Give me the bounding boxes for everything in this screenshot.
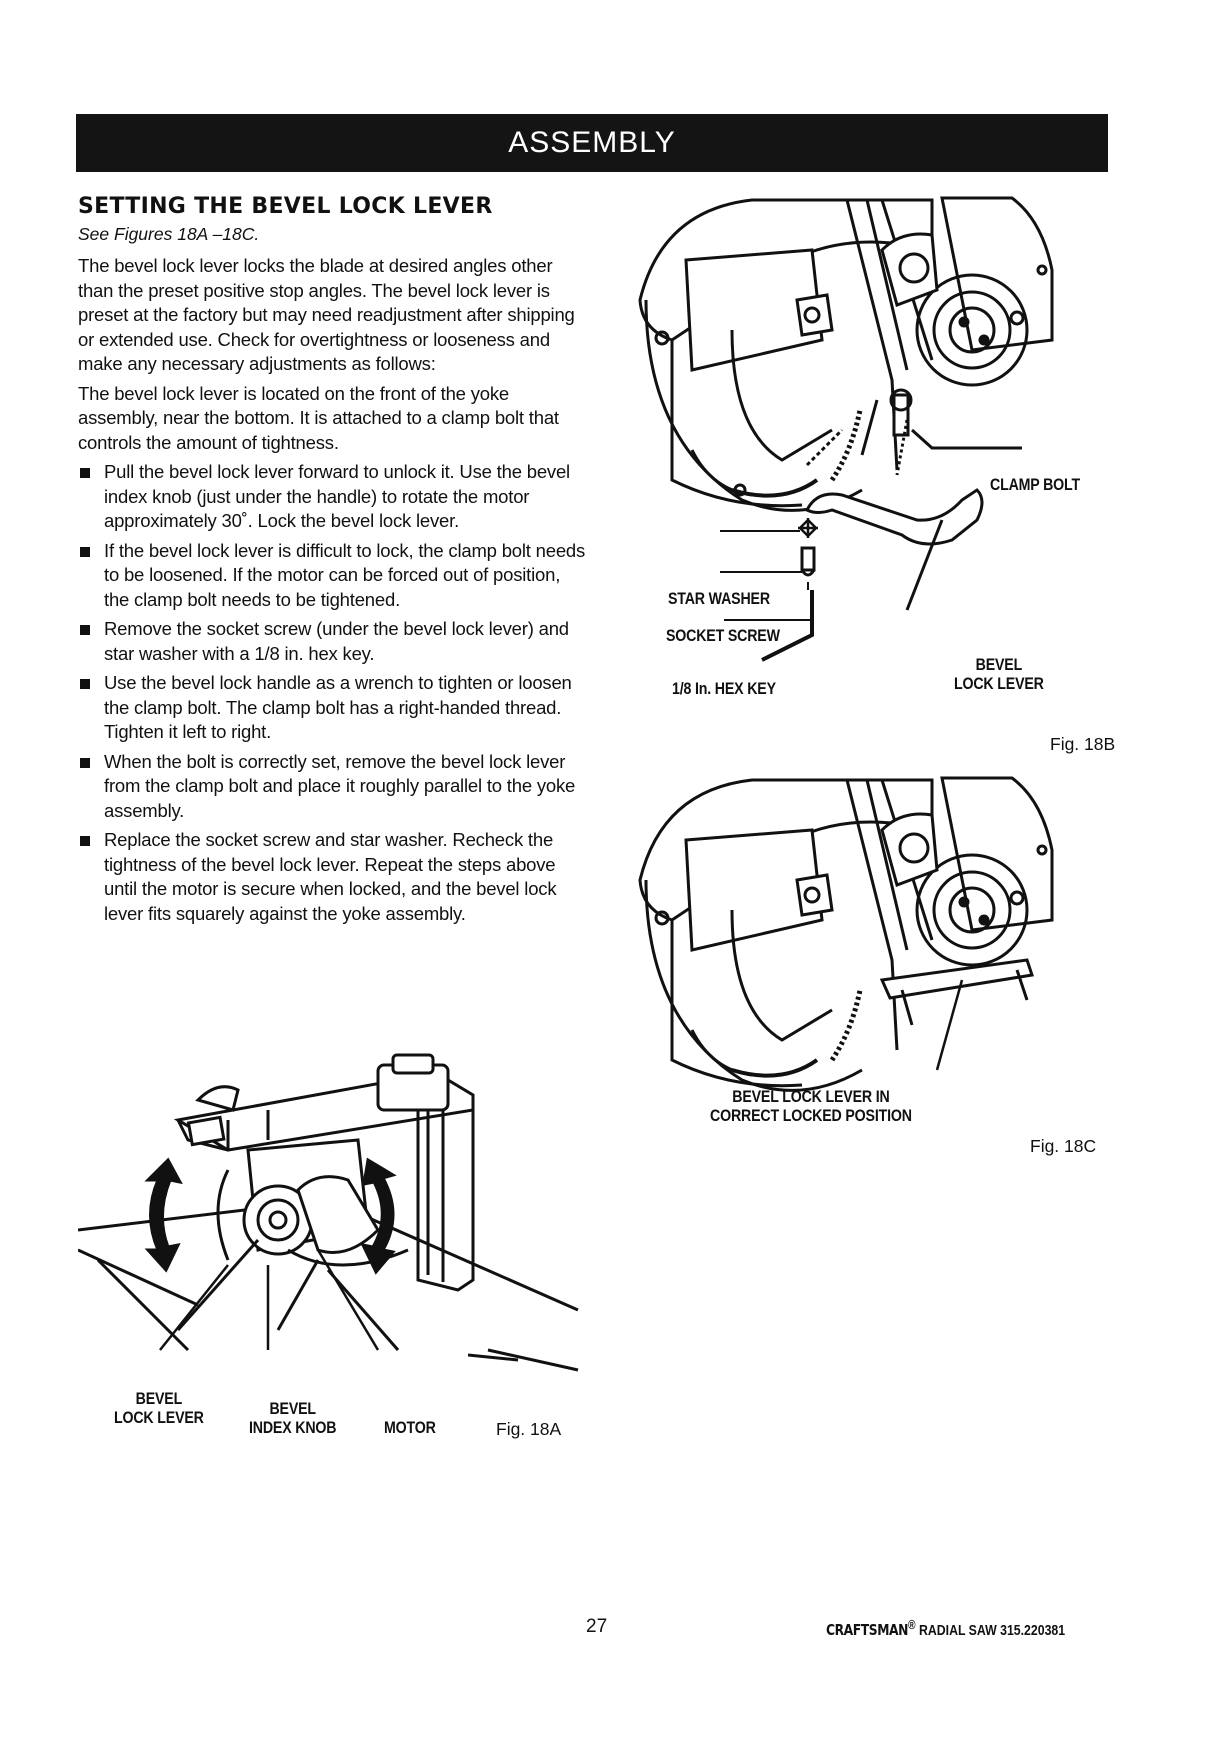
footer-brand: CRAFTSMAN (826, 1621, 909, 1639)
step-item: When the bolt is correctly set, remove t… (78, 750, 588, 824)
intro-paragraph: The bevel lock lever locks the blade at … (78, 255, 575, 374)
figure-18a: BEVEL LOCK LEVER (78, 1050, 598, 1427)
callout-star-washer: STAR WASHER (668, 590, 770, 608)
step-item: Remove the socket screw (under the bevel… (78, 617, 588, 666)
callout-line2: INDEX KNOB (249, 1419, 337, 1437)
callout-bevel-lock-lever-line1: BEVEL (975, 656, 1023, 674)
figure-18b: CLAMP BOLT STAR WASHER SOCKET SCREW 1/8 … (632, 190, 1102, 750)
instructions-body: The bevel lock lever locks the blade at … (78, 254, 588, 931)
section-heading: SETTING THE BEVEL LOCK LEVER (78, 194, 493, 219)
figure-18c-illustration (638, 776, 1054, 1092)
callout-line2: LOCK LEVER (114, 1409, 204, 1427)
footer-model: RADIAL SAW 315.220381 (919, 1622, 1066, 1639)
callout-bevel-lock-lever-line2: LOCK LEVER (954, 675, 1044, 693)
callout-fig18a-bevel-index-knob: BEVEL INDEX KNOB (249, 1400, 337, 1438)
page-number: 27 (586, 1616, 608, 1637)
footer-reg-mark: ® (908, 1618, 916, 1632)
figure-reference: See Figures 18A –18C. (78, 224, 260, 244)
footer-product: CRAFTSMAN® RADIAL SAW 315.220381 (826, 1618, 1065, 1639)
figure-18c: BEVEL LOCK LEVER IN CORRECT LOCKED POSIT… (632, 770, 1102, 1140)
callout-socket-screw: SOCKET SCREW (666, 627, 780, 645)
figure-18b-illustration (638, 196, 1054, 662)
section-banner: ASSEMBLY (76, 114, 1108, 172)
callout-hex-key: 1/8 In. HEX KEY (672, 680, 776, 698)
callout-clamp-bolt: CLAMP BOLT (990, 476, 1080, 494)
step-item: Replace the socket screw and star washer… (78, 828, 588, 926)
callout-line1: BEVEL (269, 1400, 316, 1418)
figure-18c-label: Fig. 18C (1030, 1136, 1097, 1156)
figure-18a-label: Fig. 18A (496, 1419, 562, 1439)
caption-line2: CORRECT LOCKED POSITION (710, 1107, 912, 1125)
step-item: Use the bevel lock handle as a wrench to… (78, 671, 588, 745)
figure-18c-caption: BEVEL LOCK LEVER IN CORRECT LOCKED POSIT… (710, 1088, 912, 1126)
step-item: If the bevel lock lever is difficult to … (78, 539, 588, 613)
banner-title: ASSEMBLY (508, 126, 676, 159)
adjustment-steps: Pull the bevel lock lever forward to unl… (78, 460, 588, 926)
location-paragraph: The bevel lock lever is located on the f… (78, 382, 559, 453)
figure-18a-illustration (78, 1053, 579, 1372)
figure-18b-label: Fig. 18B (1050, 734, 1116, 754)
caption-line1: BEVEL LOCK LEVER IN (732, 1088, 890, 1106)
callout-line1: BEVEL (135, 1390, 183, 1408)
step-item: Pull the bevel lock lever forward to unl… (78, 460, 588, 534)
callout-fig18a-motor: MOTOR (384, 1419, 436, 1437)
callout-fig18a-bevel-lock-lever: BEVEL LOCK LEVER (114, 1390, 204, 1428)
callout-bevel-lock-lever: BEVEL LOCK LEVER (954, 656, 1044, 694)
